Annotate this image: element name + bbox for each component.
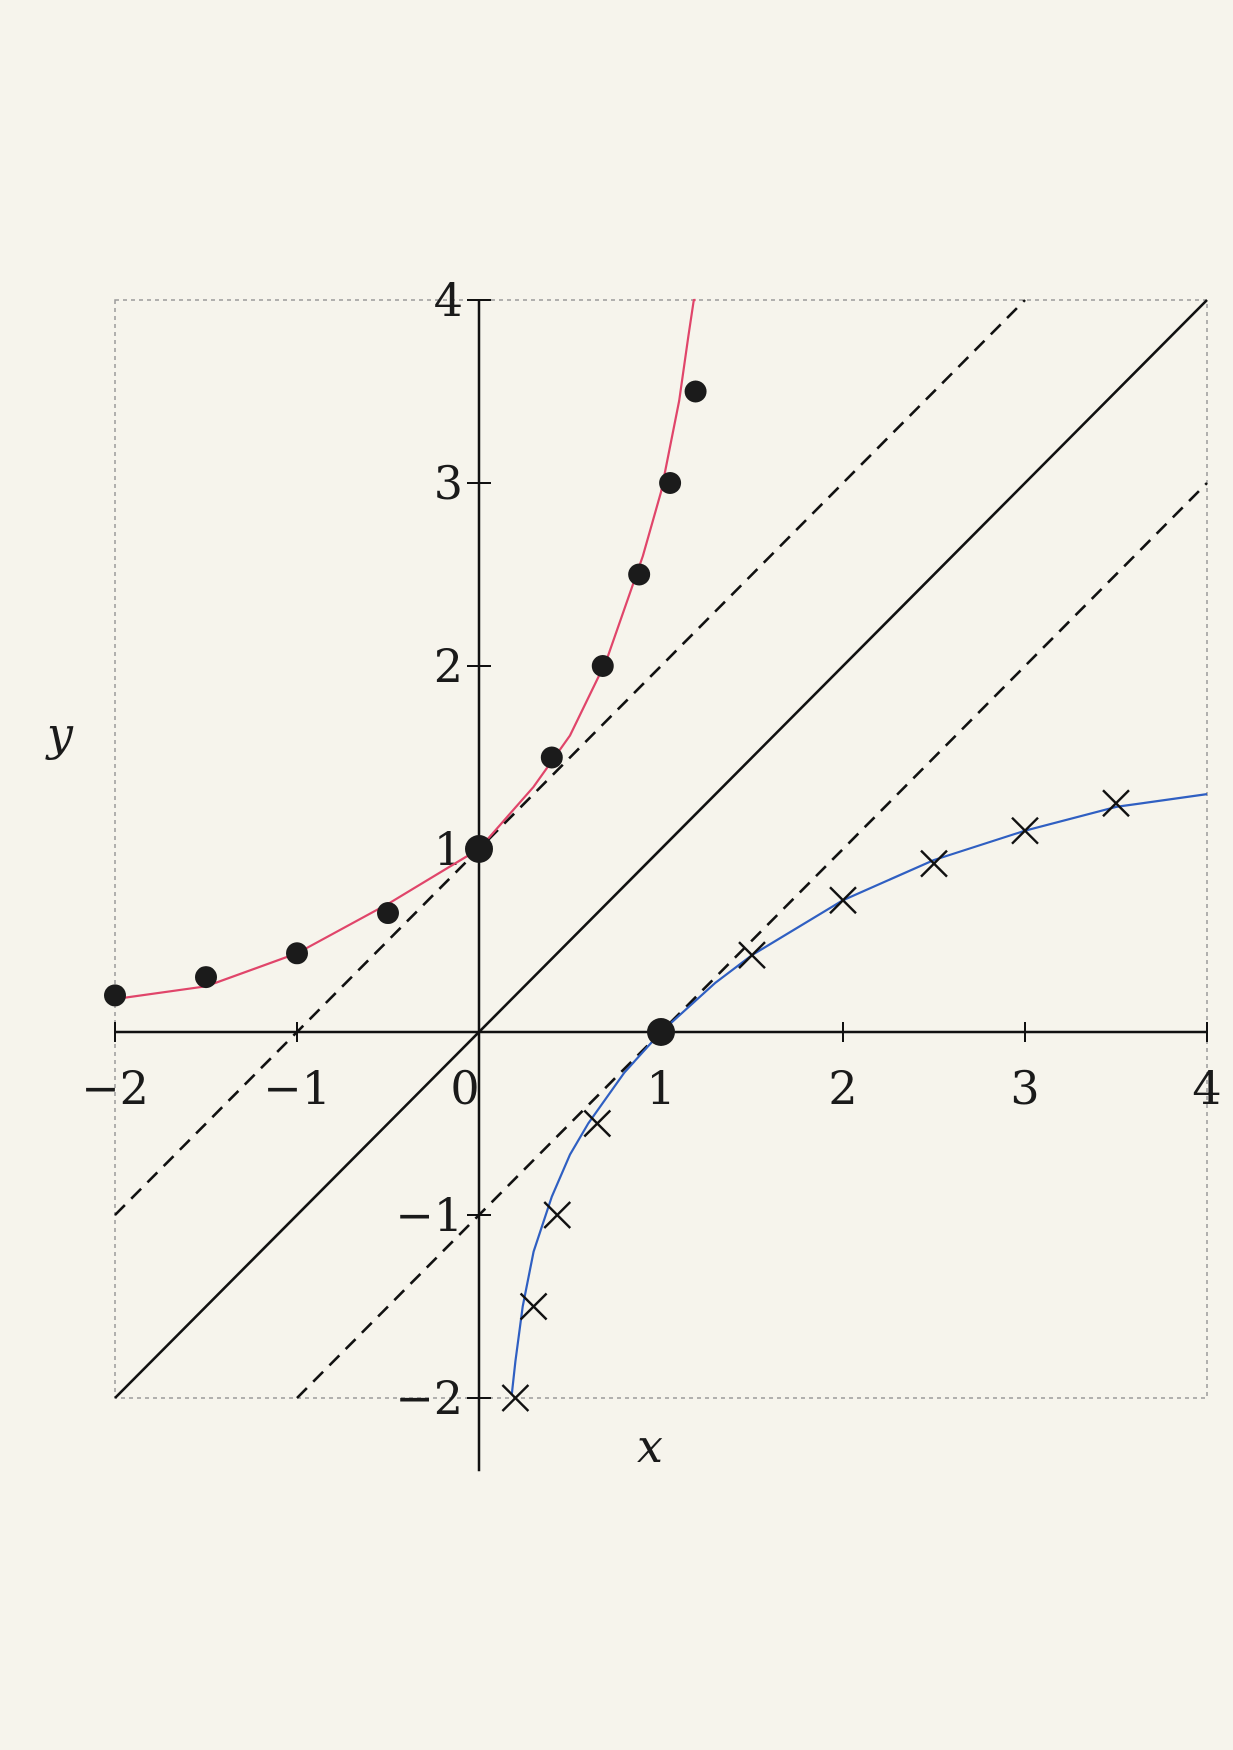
y-tick-label: −2 xyxy=(395,1371,463,1425)
cross-stroke xyxy=(543,1201,572,1229)
highlight-point xyxy=(465,835,493,863)
cross-marker xyxy=(1011,816,1039,845)
x-tick-label: 2 xyxy=(828,1061,857,1115)
y-tick-label: 4 xyxy=(434,273,463,327)
cross-stroke xyxy=(501,1384,530,1412)
x-tick-label: 4 xyxy=(1192,1061,1221,1115)
cross-marker xyxy=(738,941,766,969)
dot-marker xyxy=(628,563,651,586)
cross-stroke xyxy=(1011,816,1039,845)
dot-marker xyxy=(540,746,563,769)
series-curve-0 xyxy=(114,298,696,1001)
plot-frame xyxy=(114,299,1208,1399)
reference-line-2 xyxy=(296,482,1208,1399)
cross-marker xyxy=(501,1384,530,1412)
cross-marker xyxy=(1102,789,1130,818)
dot-marker xyxy=(659,472,682,494)
x-tick-label: 0 xyxy=(450,1061,479,1115)
cross-stroke xyxy=(583,1109,612,1138)
x-tick-label: −2 xyxy=(81,1061,149,1115)
dot-marker xyxy=(104,984,126,1007)
cross-marker xyxy=(920,849,948,878)
reference-lines xyxy=(114,299,1208,1399)
series-curve-1 xyxy=(510,793,1208,1395)
dot-marker xyxy=(377,902,399,925)
x-tick-label: 3 xyxy=(1010,1061,1039,1115)
cross-marker xyxy=(583,1109,612,1138)
x-tick-label: 1 xyxy=(646,1061,675,1115)
reference-line-1 xyxy=(114,299,1026,1216)
x-axis-label: x xyxy=(637,1419,663,1473)
highlight-point xyxy=(647,1018,675,1046)
reference-line-0 xyxy=(114,299,1208,1399)
data-markers xyxy=(104,380,1130,1412)
y-axis-label: y xyxy=(45,707,74,761)
dot-marker xyxy=(286,942,308,965)
cross-marker xyxy=(829,886,857,915)
cross-stroke xyxy=(738,941,766,969)
x-tick-label: −1 xyxy=(263,1061,331,1115)
cross-stroke xyxy=(519,1292,548,1321)
data-curves xyxy=(114,298,1208,1395)
dot-marker xyxy=(195,966,217,989)
dot-marker xyxy=(591,655,614,677)
cross-marker xyxy=(543,1201,572,1229)
cross-stroke xyxy=(829,886,857,915)
cross-marker xyxy=(519,1292,548,1321)
dot-marker xyxy=(684,380,707,403)
y-tick-label: −1 xyxy=(395,1188,463,1242)
y-tick-label: 2 xyxy=(434,639,463,693)
y-tick-label: 3 xyxy=(434,456,463,510)
cross-stroke xyxy=(1102,789,1130,818)
cross-stroke xyxy=(920,849,948,878)
